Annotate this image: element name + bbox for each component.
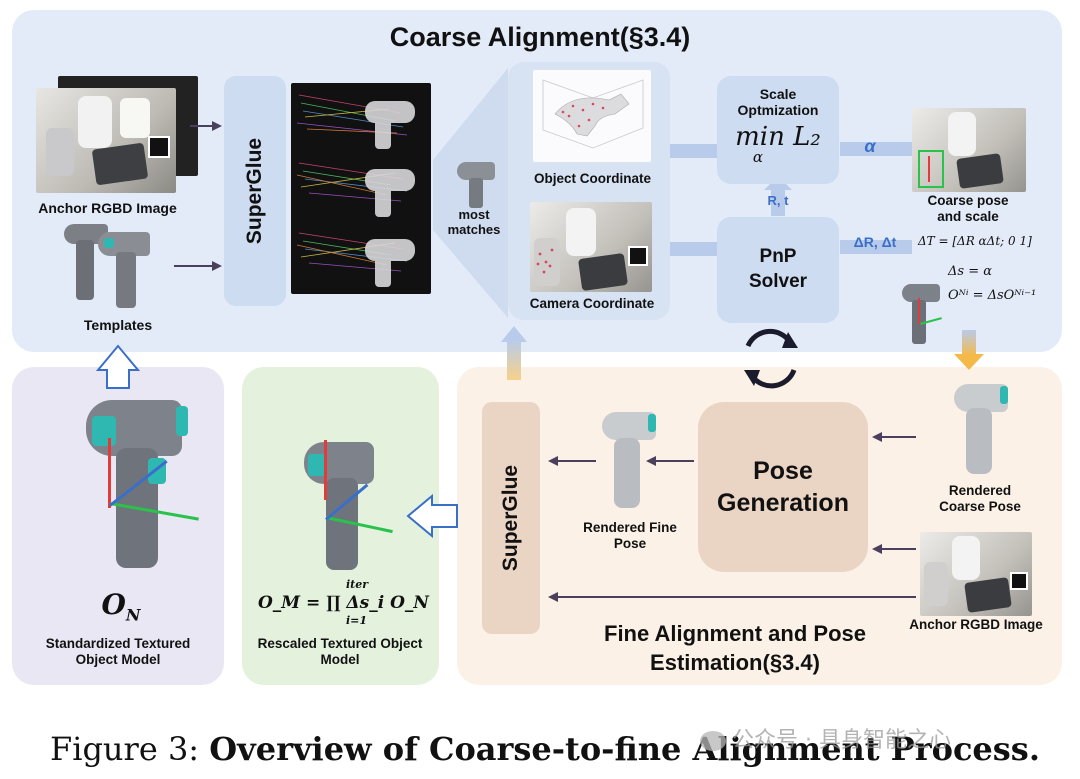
O-update-equation: Oᴺⁱ = ΔsOᴺⁱ⁻¹ [948,288,1037,303]
scale-min-sub: α [752,148,764,167]
cam-to-pnp-connector [665,242,717,256]
rendered-coarse-pose-image [950,378,1014,478]
point-cloud-graphic [542,79,644,149]
best-template-image [455,158,497,210]
pnp-solver-label: PnP Solver [748,246,808,292]
hollow-left-arrow [406,493,458,539]
scale-min-formula: min L₂ [735,122,821,153]
rendered-coarse-pose-label: Rendered Coarse Pose [939,483,1021,514]
ON-symbol: ON [96,588,146,625]
scale-optimization-title: Scale Optmization [737,86,819,119]
ON-sub: N [125,605,141,625]
anchor-rgbd-image-front [36,88,176,193]
figure-caption: Figure 3: Overview of Coarse-to-fine Ali… [50,730,1070,768]
rescaled-model-label: Rescaled Textured Object Model [257,636,423,667]
hollow-up-arrow [95,344,141,389]
coarse-pose-model-image [900,280,944,348]
coarse-to-fine-arrow [962,330,976,356]
templates-image [58,218,158,310]
scale-to-pose-connector [840,142,912,156]
pose-generation-label: Pose Generation [717,456,849,518]
superglue-fine-box: SuperGlue [482,402,540,634]
prod-top: iter [346,578,369,591]
watermark: 公众号 · 具身智能之心 [700,722,1060,754]
standardized-model-image [80,392,200,582]
rescale-formula: O_M = ∏ Δs_i O_N iter i=1 [258,578,438,627]
camera-coordinate-image [530,202,652,292]
superglue-fine-label: SuperGlue [499,464,523,572]
pnp-to-pose-connector [840,240,912,254]
anchor-rgbd-fine-label: Anchor RGBD Image [909,617,1043,632]
ON-main: O [101,588,126,621]
rendered-fine-pose-label: Rendered Fine Pose [583,520,677,551]
anchor-rgbd-label: Anchor RGBD Image [38,200,177,216]
delta-s-equation: Δs = α [948,264,992,279]
rendered-fine-pose-image [598,408,662,512]
wechat-icon [700,731,726,751]
templates-label: Templates [83,317,153,333]
fine-to-coarse-arrow [507,340,521,380]
anchor-rgbd-image-fine [920,532,1032,616]
delta-rt-label: ΔR, Δt [853,234,897,250]
pnp-solver-box: PnP Solver [717,217,839,323]
match-lines-graphic [296,94,415,287]
watermark-text: 公众号 · 具身智能之心 [732,728,951,753]
pose-generation-box: Pose Generation [698,402,868,572]
delta-T-equation: ΔT = [ΔR αΔt; 0 1] [918,234,1032,248]
coarse-alignment-title: Coarse Alignment(§3.4) [389,22,691,52]
superglue-coarse-box: SuperGlue [224,76,286,306]
most-matches-label: most matches [447,207,501,237]
coarse-pose-image [912,108,1026,192]
scale-optimization-box: Scale Optmization min L₂ α [717,76,839,184]
object-coordinate-plot [533,70,651,162]
rescale-formula-text: O_M = ∏ Δs_i O_N [258,593,429,613]
camera-coordinate-label: Camera Coordinate [529,296,655,311]
fine-alignment-title: Fine Alignment and Pose Estimation(§3.4) [604,621,866,675]
standardized-model-label: Standardized Textured Object Model [45,636,191,667]
pnp-to-scale-connector [771,188,785,216]
feature-matches-image [291,83,431,294]
caption-prefix: Figure 3: [50,730,200,768]
obj-to-scale-connector [665,144,717,158]
object-coordinate-label: Object Coordinate [533,171,651,186]
coarse-pose-label: Coarse pose and scale [927,193,1009,224]
alpha-label: α [864,136,876,156]
rescaled-model-image [300,436,400,576]
caption-text: Overview of Coarse-to-fine Alignment Pro… [209,730,1040,768]
rt-label: R, t [767,193,789,208]
prod-bottom: i=1 [346,614,368,627]
